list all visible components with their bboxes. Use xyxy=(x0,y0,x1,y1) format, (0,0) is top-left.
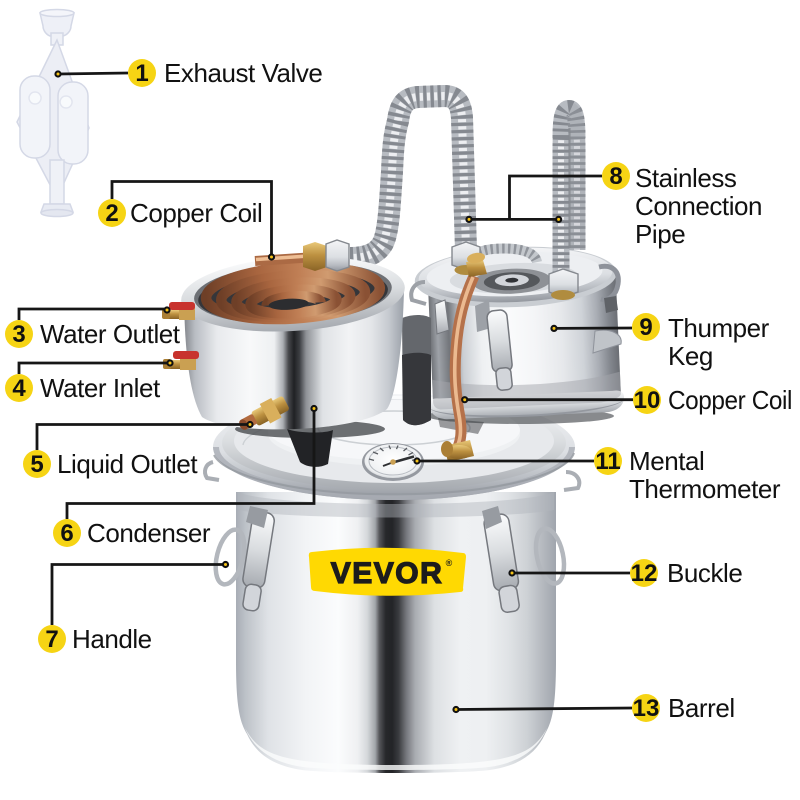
svg-text:Pipe: Pipe xyxy=(635,219,685,249)
svg-text:5: 5 xyxy=(30,451,43,478)
svg-text:4: 4 xyxy=(12,375,26,402)
svg-text:3: 3 xyxy=(12,321,25,348)
svg-text:Handle: Handle xyxy=(72,624,152,654)
svg-text:13: 13 xyxy=(633,695,660,722)
svg-text:8: 8 xyxy=(609,163,622,190)
svg-text:9: 9 xyxy=(639,314,652,341)
svg-text:Mental: Mental xyxy=(629,446,704,476)
svg-text:Water Outlet: Water Outlet xyxy=(40,319,181,349)
svg-text:VEVOR: VEVOR xyxy=(331,557,444,590)
svg-text:6: 6 xyxy=(60,520,73,547)
svg-text:10: 10 xyxy=(634,387,661,414)
svg-text:2: 2 xyxy=(105,200,118,227)
svg-text:Exhaust Valve: Exhaust Valve xyxy=(164,58,322,88)
svg-text:Condenser: Condenser xyxy=(87,518,211,548)
svg-text:Buckle: Buckle xyxy=(667,558,742,588)
svg-text:Thermometer: Thermometer xyxy=(629,474,781,504)
svg-text:Thumper: Thumper xyxy=(668,313,770,343)
svg-text:Connection: Connection xyxy=(635,191,762,221)
svg-text:Keg: Keg xyxy=(668,341,713,371)
svg-text:®: ® xyxy=(446,558,453,568)
svg-text:7: 7 xyxy=(45,626,58,653)
svg-text:Stainless: Stainless xyxy=(635,163,737,193)
svg-text:11: 11 xyxy=(595,448,620,475)
svg-text:Liquid Outlet: Liquid Outlet xyxy=(57,449,198,479)
svg-text:1: 1 xyxy=(135,60,148,87)
svg-text:Barrel: Barrel xyxy=(668,693,735,723)
svg-text:Copper Coil: Copper Coil xyxy=(668,385,792,415)
svg-text:12: 12 xyxy=(631,560,658,587)
svg-text:Copper Coil: Copper Coil xyxy=(130,198,262,228)
svg-text:Water Inlet: Water Inlet xyxy=(40,373,161,403)
